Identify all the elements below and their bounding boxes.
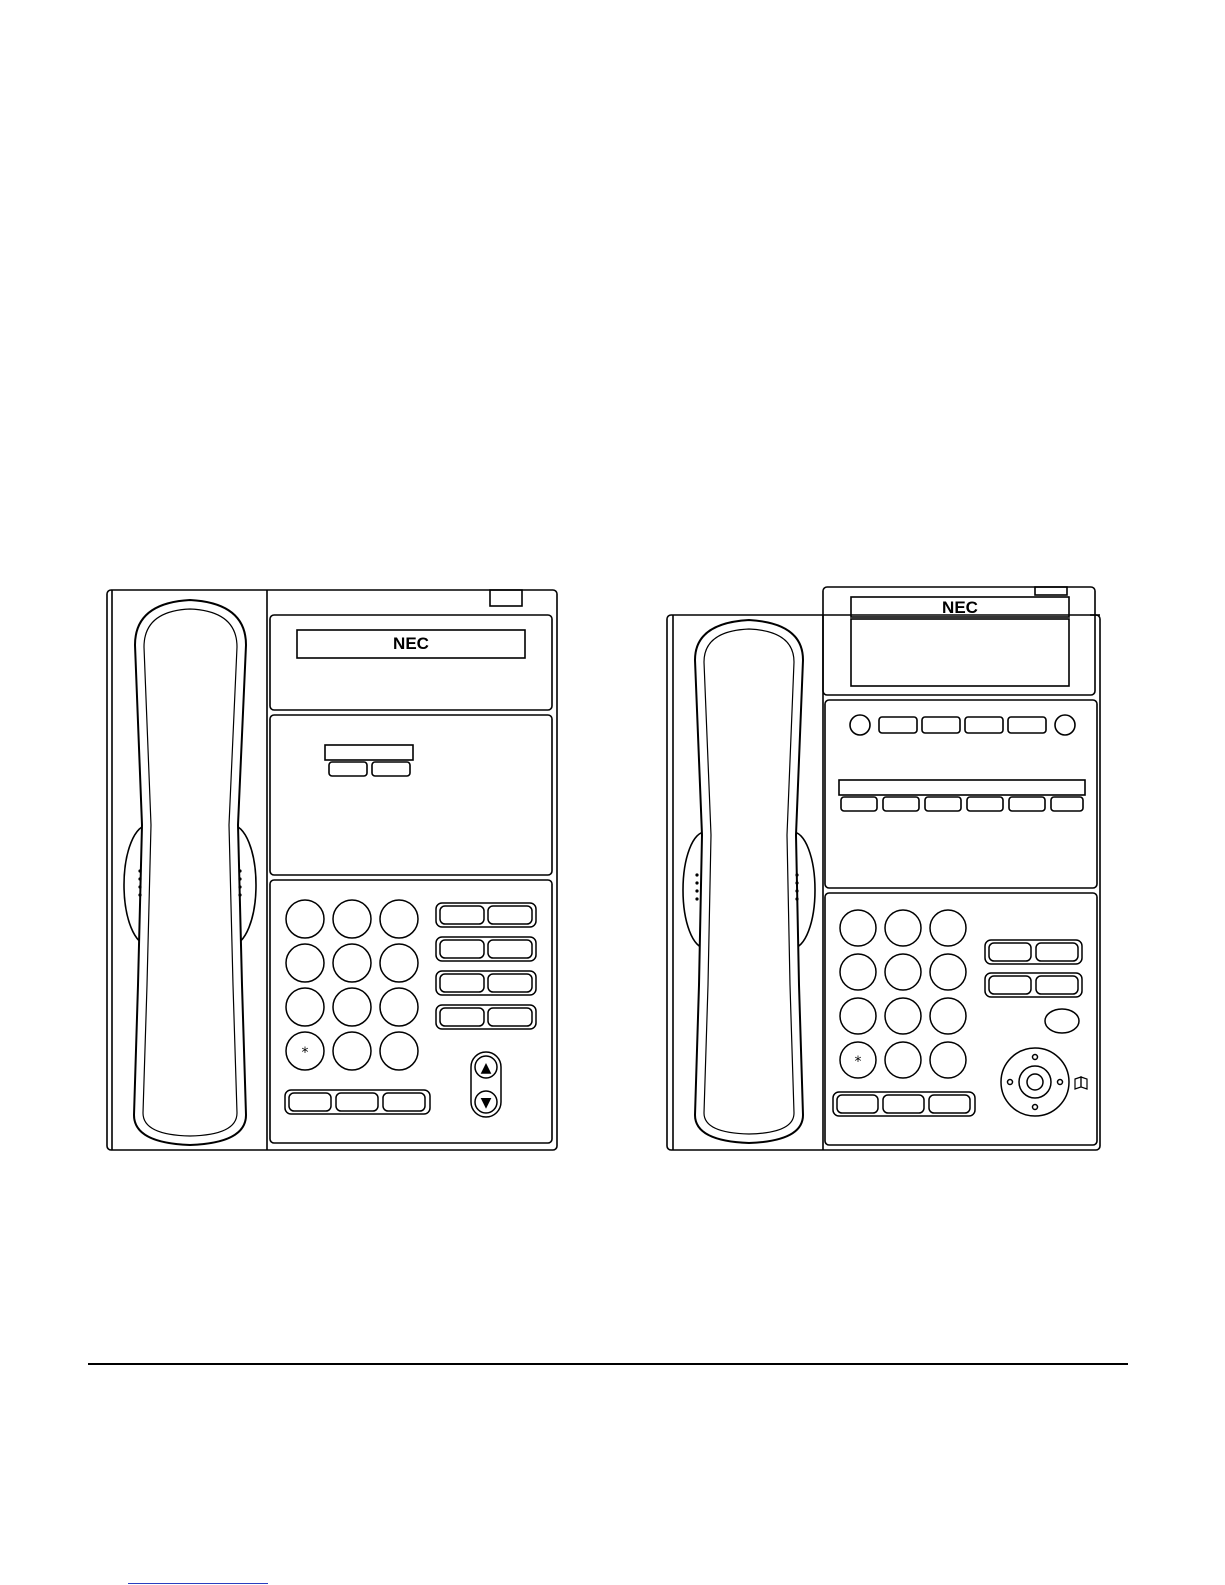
cursor-down-dot [1033,1105,1038,1110]
telephone-left-drawing: NEC * ▲ ▼ [100,585,570,1165]
key-6[interactable] [930,954,966,990]
key-4[interactable] [840,954,876,990]
designation-strip [839,780,1085,795]
line-key-panel [270,715,552,875]
message-lamp [490,590,522,606]
function-key-7[interactable] [440,1008,484,1026]
key-3[interactable] [380,900,418,938]
function-key-1[interactable] [440,906,484,924]
key-1[interactable] [286,900,324,938]
cursor-pad-outer[interactable] [1001,1048,1069,1116]
key-7[interactable] [840,998,876,1034]
lcd-display [851,619,1069,686]
key-0[interactable] [885,1042,921,1078]
key-9[interactable] [930,998,966,1034]
soft-key-1[interactable] [879,717,917,733]
function-key-3[interactable] [440,940,484,958]
function-key-3[interactable] [989,976,1031,994]
designation-strip [325,745,413,760]
cursor-left-dot [1008,1080,1013,1085]
key-2[interactable] [333,900,371,938]
function-key-5[interactable] [1045,1009,1079,1033]
key-8[interactable] [333,988,371,1026]
telephone-right-illustration: NEC * [665,585,1120,1165]
function-keys [985,940,1082,1033]
function-key-4[interactable] [488,940,532,958]
footer-link-underline[interactable] [128,1583,268,1584]
line-key-1[interactable] [329,762,367,776]
line-key-2[interactable] [372,762,410,776]
key-4[interactable] [286,944,324,982]
star-label: * [855,1054,862,1070]
up-arrow-icon: ▲ [481,1060,492,1076]
key-3[interactable] [930,910,966,946]
key-6[interactable] [380,944,418,982]
soft-side-key-left[interactable] [850,715,870,735]
feature-key-2[interactable] [336,1093,378,1111]
enter-key[interactable] [1027,1074,1043,1090]
key-2[interactable] [885,910,921,946]
line-key-2[interactable] [883,797,919,811]
feature-key-2[interactable] [883,1095,924,1113]
line-key-1[interactable] [841,797,877,811]
key-pound[interactable] [930,1042,966,1078]
soft-side-key-right[interactable] [1055,715,1075,735]
key-8[interactable] [885,998,921,1034]
cursor-pad-ring [1019,1066,1051,1098]
soft-key-2[interactable] [922,717,960,733]
dial-keypad [840,910,966,1078]
star-label: * [302,1045,309,1061]
key-pound[interactable] [380,1032,418,1070]
function-key-5[interactable] [440,974,484,992]
book-icon [1075,1077,1087,1089]
line-key-6[interactable] [1051,797,1083,811]
key-9[interactable] [380,988,418,1026]
soft-key-3[interactable] [965,717,1003,733]
key-5[interactable] [333,944,371,982]
key-5[interactable] [885,954,921,990]
brand-logo: NEC [942,598,978,617]
line-key-5[interactable] [1009,797,1045,811]
handset[interactable] [134,600,246,1145]
key-7[interactable] [286,988,324,1026]
function-key-2[interactable] [1036,943,1078,961]
handset[interactable] [695,620,803,1143]
cursor-up-dot [1033,1055,1038,1060]
feature-key-1[interactable] [289,1093,331,1111]
function-key-4[interactable] [1036,976,1078,994]
feature-key-3[interactable] [929,1095,970,1113]
key-0[interactable] [333,1032,371,1070]
feature-key-1[interactable] [837,1095,878,1113]
cursor-pad[interactable] [1001,1048,1069,1116]
line-key-3[interactable] [925,797,961,811]
key-1[interactable] [840,910,876,946]
keypad-panel [270,880,552,1143]
down-arrow-icon: ▼ [481,1095,492,1111]
feature-key-3[interactable] [383,1093,425,1111]
line-key-4[interactable] [967,797,1003,811]
cursor-right-dot [1058,1080,1063,1085]
footer-rule [88,1363,1128,1365]
message-lamp [1035,587,1067,595]
soft-key-4[interactable] [1008,717,1046,733]
function-key-8[interactable] [488,1008,532,1026]
function-key-1[interactable] [989,943,1031,961]
function-key-2[interactable] [488,906,532,924]
function-keys [436,903,536,1029]
function-key-6[interactable] [488,974,532,992]
keypad-panel [825,893,1097,1145]
telephone-left-illustration: NEC * ▲ ▼ [100,585,570,1165]
brand-logo: NEC [393,634,429,653]
telephone-right-drawing: NEC * [665,585,1120,1165]
